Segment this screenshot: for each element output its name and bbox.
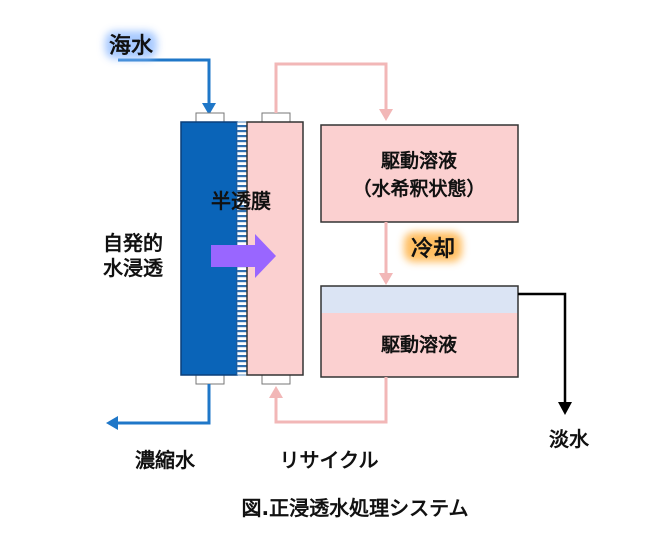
fresh-water-label: 淡水 (549, 427, 590, 451)
fresh-water-outlet-line (518, 292, 572, 415)
recycle-label: リサイクル (280, 448, 379, 472)
seawater-top-cap (195, 112, 225, 123)
seawater-label-group: 海水 (105, 31, 157, 59)
draw-top-cap (261, 112, 291, 123)
spontaneous-label-line1: 自発的 (103, 231, 163, 255)
draw-bottom-cap (261, 374, 291, 385)
cooling-label-group: 冷却 (404, 232, 462, 262)
figure-caption: 図.正浸透水処理システム (242, 496, 469, 520)
spontaneous-label-line2: 水浸透 (103, 256, 164, 280)
cooling-line (379, 222, 393, 285)
recycle-line-bottom (269, 377, 388, 424)
separation-tank (320, 285, 519, 378)
seawater-bottom-cap (195, 374, 225, 385)
water-flow-arrow (211, 234, 276, 278)
seawater-inlet-line (118, 58, 216, 115)
concentrated-water-outlet-line (106, 384, 211, 430)
cooling-label: 冷却 (411, 236, 455, 262)
membrane-label: 半透膜 (211, 189, 271, 213)
recycle-line-top (274, 62, 393, 121)
draw-solution-state-label: （水希釈状態） (352, 177, 485, 200)
draw-solution-top-label: 駆動溶液 (381, 149, 458, 172)
seawater-label: 海水 (109, 33, 154, 59)
draw-solution-layer (321, 313, 518, 377)
draw-solution-bottom-label: 駆動溶液 (381, 333, 458, 356)
diluted-draw-tank (320, 124, 519, 223)
fresh-water-layer (321, 286, 518, 313)
concentrated-water-label: 濃縮水 (135, 448, 196, 472)
